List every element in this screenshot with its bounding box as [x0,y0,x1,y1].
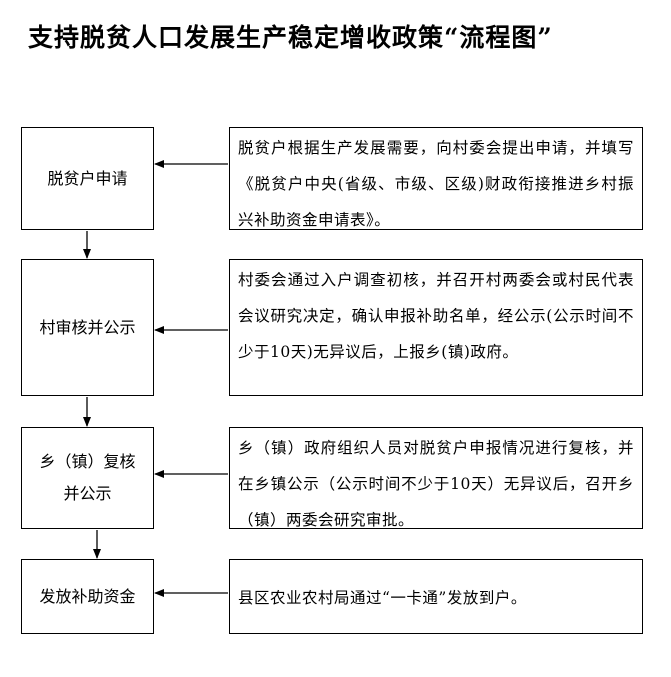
step-village-review-box: 村审核并公示 [21,259,154,396]
step-apply-description: 脱贫户根据生产发展需要，向村委会提出申请，并填写《脱贫户中央(省级、市级、区级)… [238,139,634,229]
step-township-review-description: 乡（镇）政府组织人员对脱贫户申报情况进行复核，并在乡镇公示（公示时间不少于10天… [238,439,634,529]
step-village-review-label: 村审核并公示 [39,317,136,337]
step-apply-label: 脱贫户申请 [47,168,128,188]
step-township-review-label-line2: 并公示 [63,484,112,503]
step-disburse-box: 发放补助资金 [21,559,154,634]
step-disburse-label: 发放补助资金 [39,586,136,606]
step-disburse-description: 县区农业农村局通过“一卡通”发放到户。 [238,588,527,607]
step-village-review-description: 村委会通过入户调查初核，并召开村两委会或村民代表会议研究决定，确认申报补助名单，… [238,271,634,361]
step-township-review-label-line1: 乡（镇）复核 [39,452,136,471]
step-township-review-box: 乡（镇）复核 并公示 [21,427,154,529]
step-apply-description-box: 脱贫户根据生产发展需要，向村委会提出申请，并填写《脱贫户中央(省级、市级、区级)… [229,127,643,230]
page-title: 支持脱贫人口发展生产稳定增收政策“流程图” [28,23,553,52]
step-village-review-description-box: 村委会通过入户调查初核，并召开村两委会或村民代表会议研究决定，确认申报补助名单，… [229,259,643,396]
step-disburse-description-box: 县区农业农村局通过“一卡通”发放到户。 [229,559,643,634]
step-township-review-description-box: 乡（镇）政府组织人员对脱贫户申报情况进行复核，并在乡镇公示（公示时间不少于10天… [229,427,643,529]
step-apply-box: 脱贫户申请 [21,127,154,230]
